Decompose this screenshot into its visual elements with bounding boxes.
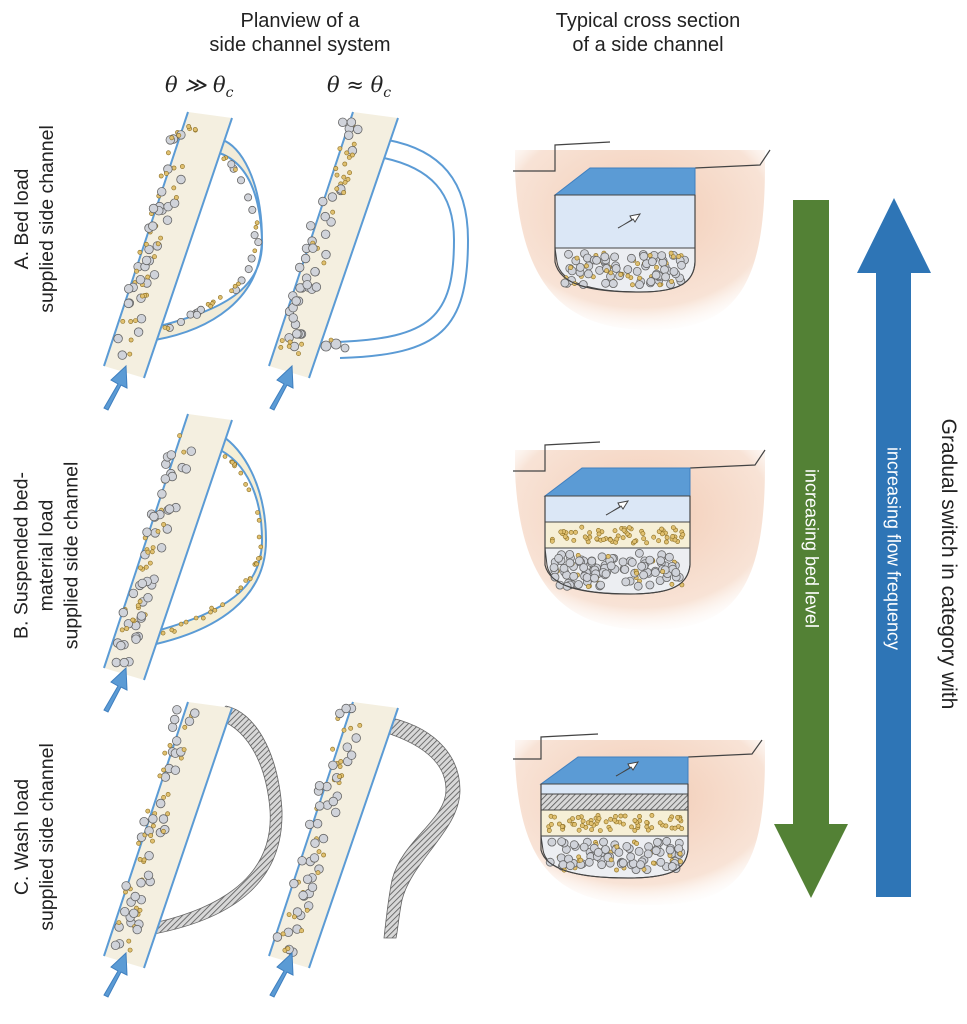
c-cross-section	[513, 733, 765, 905]
c1-inflow-arrow	[103, 951, 128, 998]
a-xs-bed-grains	[560, 249, 689, 290]
b1-inflow-arrow	[103, 666, 128, 713]
a-xs-channel-outline	[554, 195, 696, 293]
green-arrow	[774, 200, 848, 898]
planview-header: Planview of a side channel system	[185, 9, 415, 57]
cross-section-header: Typical cross section of a side channel	[518, 9, 778, 57]
c-xs-ground-right	[687, 739, 763, 758]
b-xs-flow-arrow	[605, 500, 630, 516]
blue-arrow-label: increasing flow frequency	[883, 446, 904, 651]
c2-main-channel	[269, 702, 398, 968]
a2-side-channel-outer	[339, 139, 470, 359]
c1-main-grains	[110, 705, 200, 953]
theta-near-text: θ ≈ θc	[327, 73, 392, 102]
a1-main-channel	[104, 112, 232, 378]
a-xs-ground-right	[694, 149, 771, 169]
theta-high-label: θ ≫ θc	[165, 73, 233, 101]
a2-main-bank-right	[308, 117, 399, 379]
cross-section-header-line2: of a side channel	[572, 34, 724, 56]
c-xs-bed-grains	[545, 836, 686, 874]
b1-main-bank-right	[143, 419, 233, 681]
b-xs-bed-grains	[549, 548, 685, 591]
c-xs-ground-left	[513, 733, 599, 760]
c2-main-bank-right	[308, 707, 399, 969]
a2-main-grains	[278, 117, 363, 356]
a-cross-section	[513, 141, 771, 330]
a2-inlet-plug	[320, 337, 350, 353]
c-xs-channel-outline	[540, 784, 689, 879]
b1-main-grains	[111, 433, 197, 668]
side-label: Gradual switch in category with	[937, 418, 960, 710]
planview-header-line2: side channel system	[209, 34, 391, 56]
blue-arrow	[857, 198, 931, 897]
theta-near-label: θ ≈ θc	[327, 73, 391, 101]
a2-side-channel-inner	[337, 157, 456, 343]
a1-main-grains	[113, 124, 198, 360]
b1-side-grains	[160, 454, 264, 636]
c2-main-grains	[272, 703, 363, 957]
c-xs-flow-arrow	[615, 761, 640, 777]
green-arrow-label: increasing bed level	[801, 468, 822, 629]
a1-inflow-arrow	[103, 364, 128, 411]
c1-main-channel	[104, 702, 232, 968]
c2-side-channel	[383, 717, 461, 939]
planview-header-line1: Planview of a	[240, 10, 360, 32]
b-xs-fine-grains	[549, 524, 686, 546]
b-cross-section	[513, 441, 766, 630]
a-xs-flow-arrow	[617, 213, 642, 229]
c-xs-water-body	[540, 783, 689, 795]
a2-inflow-arrow	[269, 364, 294, 411]
a-xs-water-body	[554, 194, 696, 249]
a1-main-bank-right	[143, 117, 233, 379]
a1-main-bank-left	[103, 111, 189, 367]
c2-inflow-arrow	[269, 951, 294, 998]
cross-section-header-line1: Typical cross section	[555, 10, 741, 32]
c2-main-bank-left	[268, 701, 354, 957]
c-xs-wash-layer	[540, 793, 689, 811]
c1-main-bank-right	[143, 707, 233, 969]
b-xs-channel-outline	[544, 496, 691, 595]
a2-main-channel	[269, 112, 398, 378]
a-xs-ground-left	[513, 141, 611, 172]
theta-high-text: θ ≫ θc	[165, 73, 234, 102]
b1-main-channel	[104, 414, 232, 680]
b-xs-ground-right	[689, 449, 766, 469]
b-xs-ground-left	[513, 441, 601, 472]
a1-side-grains	[162, 155, 263, 332]
c-xs-fine-grains	[546, 813, 685, 833]
